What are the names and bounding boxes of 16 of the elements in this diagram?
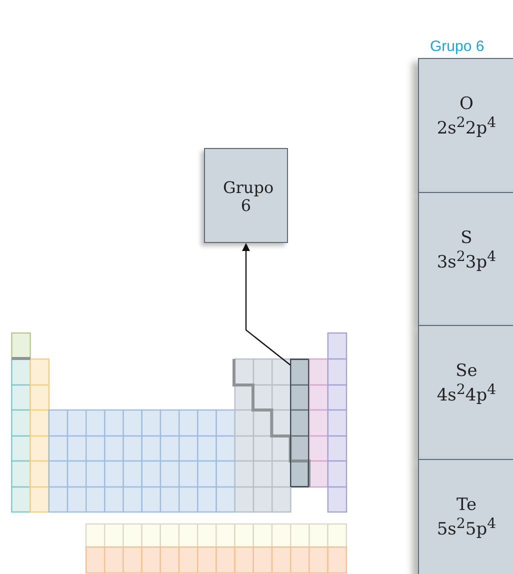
element-symbol: S xyxy=(460,229,472,249)
element-cell xyxy=(418,459,513,574)
column-heading: Grupo 6 xyxy=(430,38,484,55)
element-symbol: Te xyxy=(456,496,477,516)
group-box: Grupo 6 xyxy=(204,148,288,243)
element-cell xyxy=(418,192,513,325)
electron-configuration: 5s$^{2}$5p$^{4}$ xyxy=(436,516,496,540)
electron-configuration: 2s$^{2}$2p$^{4}$ xyxy=(436,114,496,139)
element-symbol: Se xyxy=(456,362,478,382)
element-cell xyxy=(418,58,513,192)
element-symbol: O xyxy=(460,95,474,115)
electron-configuration: 4s$^{2}$4p$^{4}$ xyxy=(436,382,496,406)
element-cell xyxy=(418,325,513,459)
electron-configuration: 3s$^{2}$3p$^{4}$ xyxy=(436,248,496,273)
arrow xyxy=(242,243,291,366)
group-column-highlight xyxy=(290,359,309,487)
